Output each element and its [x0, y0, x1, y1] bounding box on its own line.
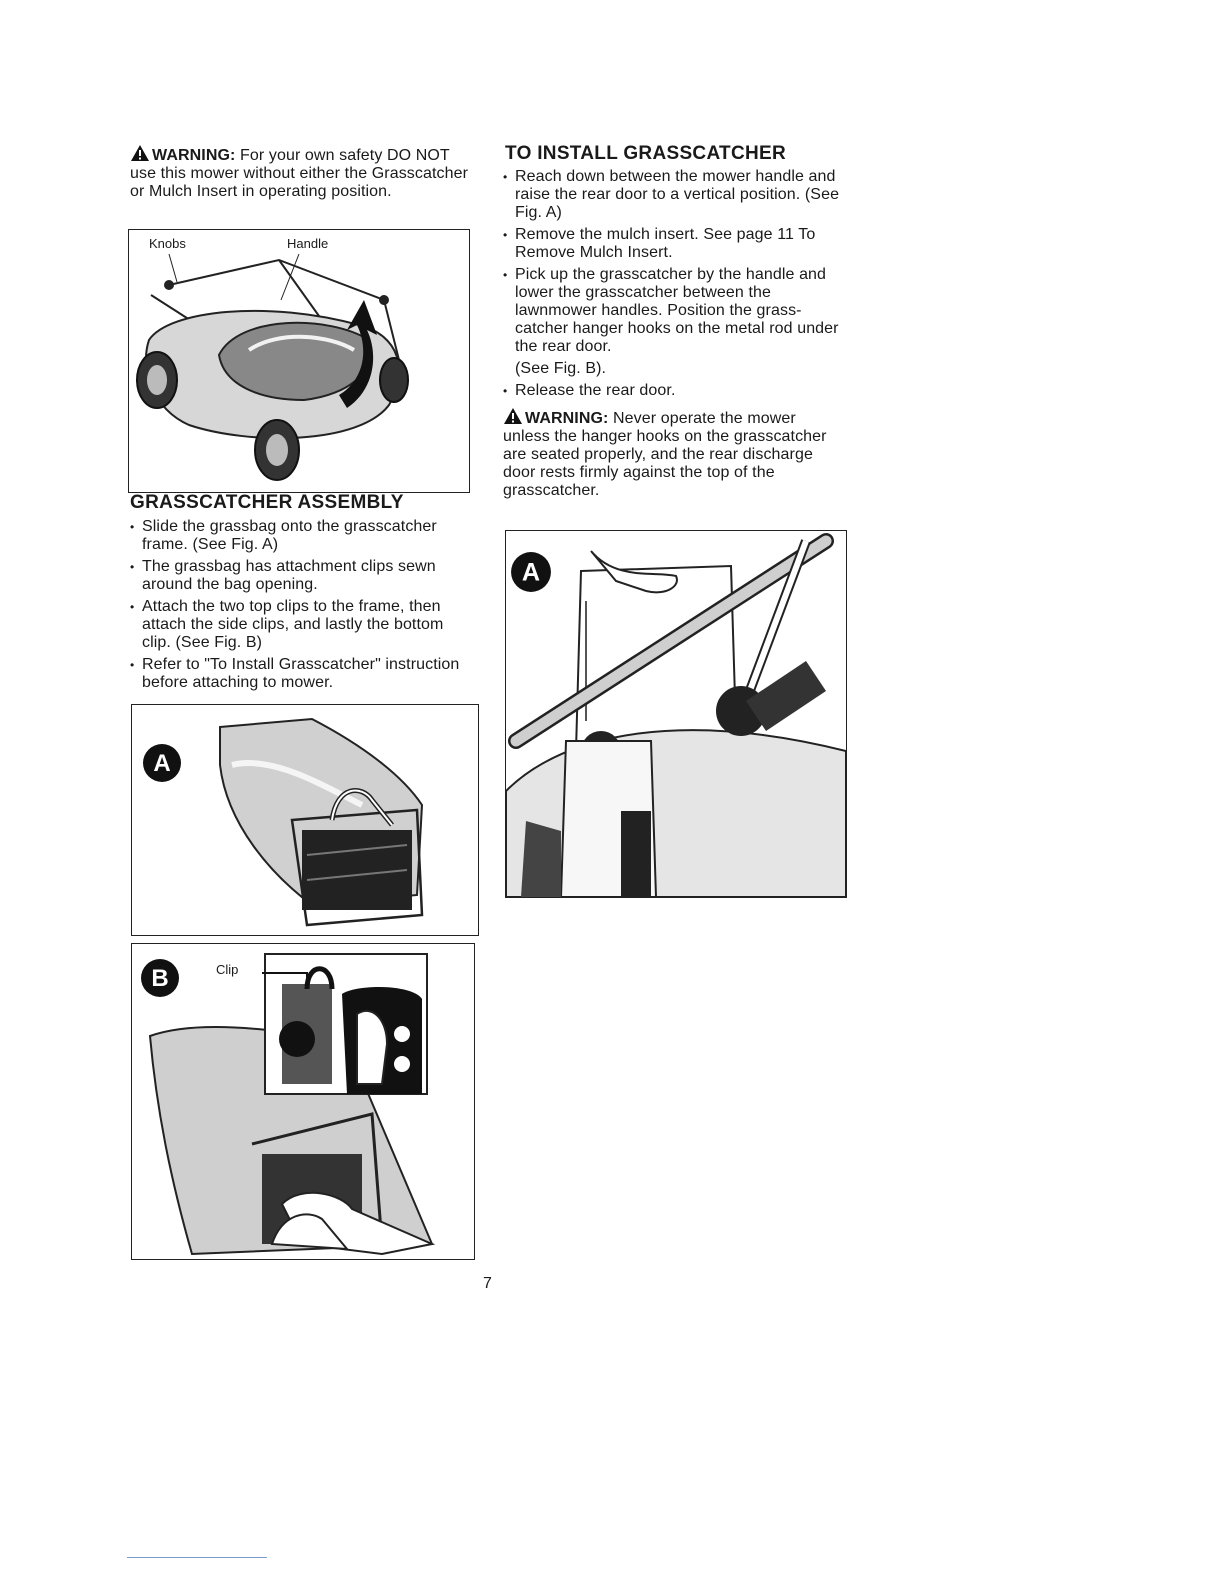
warning-label: WARNING:	[525, 410, 609, 427]
assembly-bullets: Slide the grassbag onto the grasscatcher…	[130, 518, 475, 696]
warning-triangle-icon	[504, 408, 522, 424]
see-fig-b-note: (See Fig. B).	[515, 360, 607, 377]
svg-text:A: A	[522, 558, 540, 586]
list-item: The grassbag has attachment clips sewn a…	[130, 558, 475, 594]
label-clip: Clip	[216, 962, 239, 977]
label-knobs: Knobs	[149, 236, 186, 251]
heading-grasscatcher-assembly: GRASSCATCHER ASSEMBLY	[130, 492, 404, 513]
right-warning: WARNING: Never operate the mower unless …	[503, 407, 843, 500]
warning-triangle-icon	[131, 145, 149, 161]
list-item: Pick up the grasscatcher by the handle a…	[503, 266, 843, 378]
svg-text:A: A	[153, 750, 170, 777]
figure-a-grassbag: A	[131, 704, 479, 936]
page-number: 7	[483, 1275, 492, 1292]
svg-text:B: B	[151, 965, 168, 992]
figure-b-clip: B Clip	[131, 943, 475, 1260]
list-item: Attach the two top clips to the frame, t…	[130, 598, 475, 652]
list-item: Remove the mulch insert. See page 11 To …	[503, 226, 843, 262]
list-item: Refer to "To Install Grasscatcher" instr…	[130, 656, 475, 692]
heading-to-install-grasscatcher: TO INSTALL GRASSCATCHER	[505, 143, 786, 164]
list-item: Reach down between the mower handle and …	[503, 168, 843, 222]
badge-a-icon: A	[143, 744, 181, 782]
footer-rule	[127, 1557, 267, 1558]
badge-b-icon: B	[141, 959, 179, 997]
list-item: Release the rear door.	[503, 382, 843, 400]
warning-text: Never operate the mower unless the hange…	[503, 410, 827, 499]
warning-label: WARNING:	[152, 147, 236, 164]
left-warning: WARNING: For your own safety DO NOT use …	[130, 144, 470, 201]
knob-icon	[164, 280, 174, 290]
warning-text: For your own safety DO NOT use this mowe…	[130, 147, 469, 200]
badge-a-icon: A	[511, 552, 551, 592]
mower-figure: Knobs Handle	[128, 229, 470, 493]
figure-a-install: A	[505, 530, 847, 898]
list-item: Slide the grassbag onto the grasscatcher…	[130, 518, 475, 554]
install-bullets: Reach down between the mower handle and …	[503, 168, 843, 404]
label-handle: Handle	[287, 236, 329, 251]
